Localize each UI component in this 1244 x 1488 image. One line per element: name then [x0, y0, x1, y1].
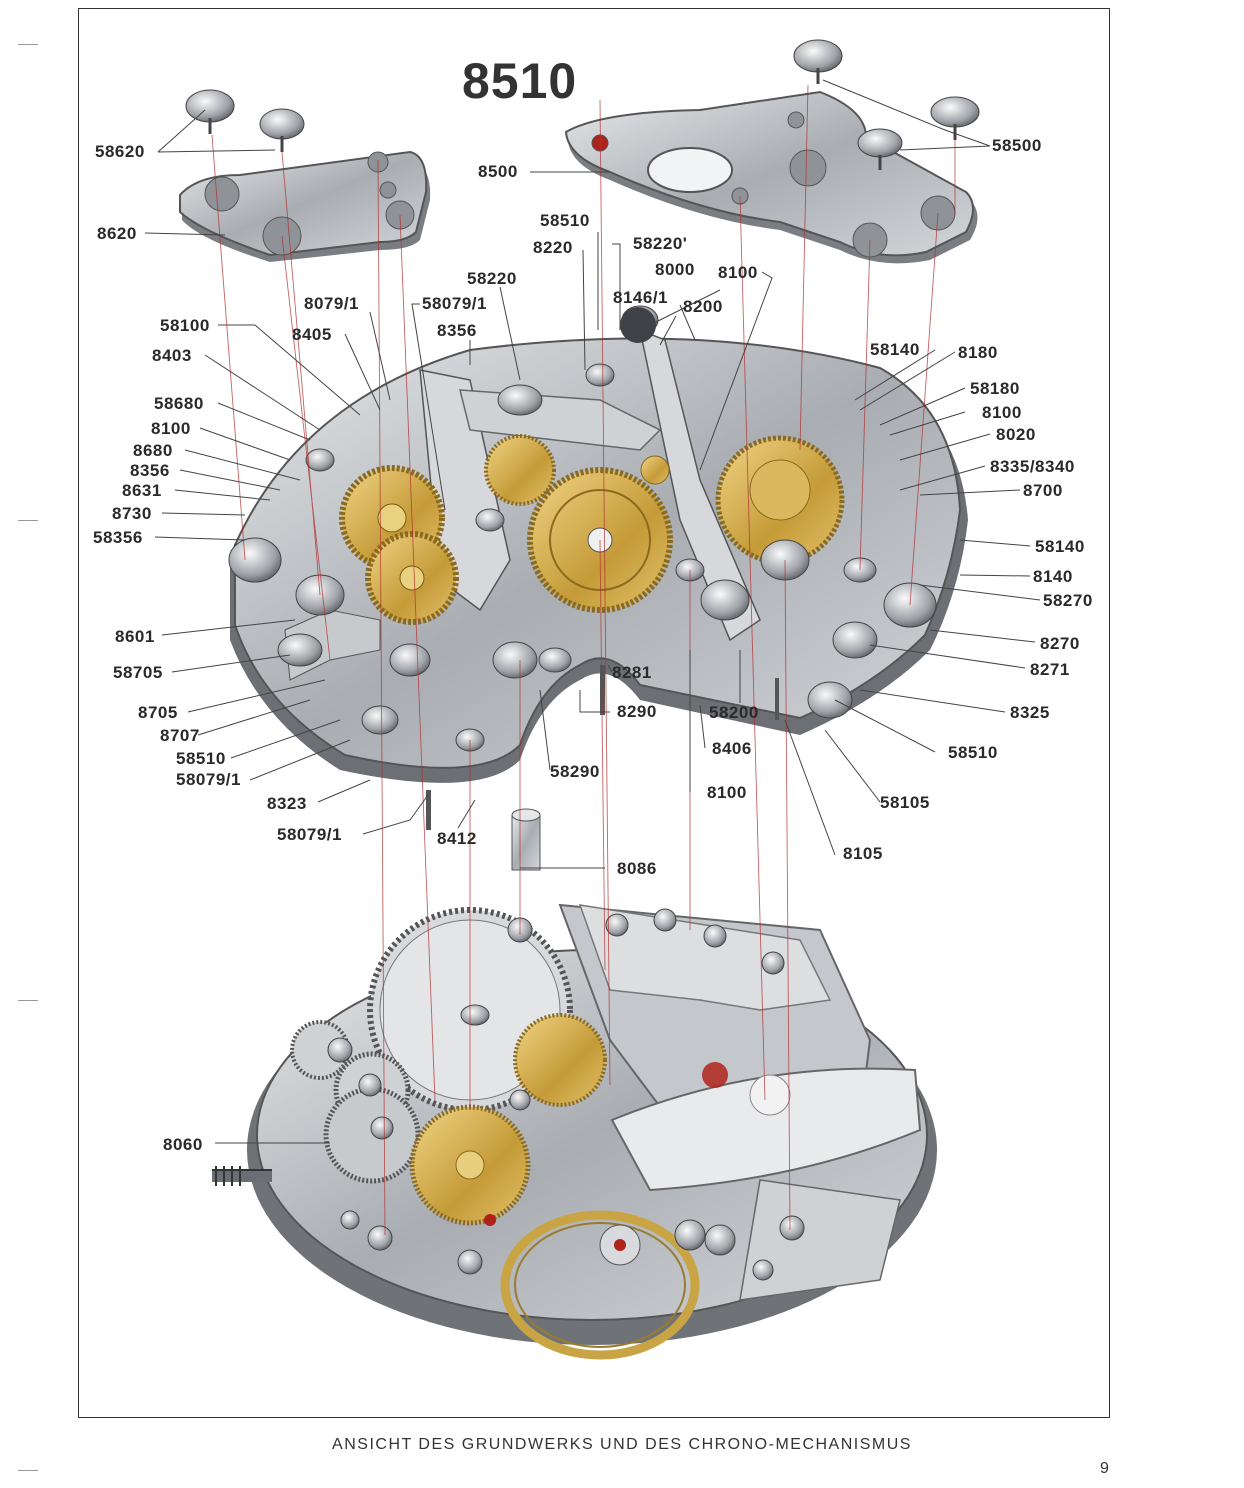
movement-caliber-title: 8510	[462, 53, 578, 109]
part-label-8060: 8060	[163, 1135, 203, 1154]
margin-mark	[18, 1000, 38, 1001]
figure-caption: ANSICHT DES GRUNDWERKS UND DES CHRONO-ME…	[332, 1436, 912, 1453]
part-label-8146-1: 8146/1	[613, 288, 668, 307]
part-label-8325: 8325	[1010, 703, 1050, 722]
part-label-58180: 58180	[970, 379, 1020, 398]
part-label-58620: 58620	[95, 142, 145, 161]
part-label-58290: 58290	[550, 762, 600, 781]
part-label-8356-b: 8356	[130, 461, 170, 480]
part-label-58079-1-c: 58079/1	[277, 825, 342, 844]
part-label-8140: 8140	[1033, 567, 1073, 586]
part-label-8680: 8680	[133, 441, 173, 460]
part-label-8405: 8405	[292, 325, 332, 344]
part-label-58140-b: 58140	[1035, 537, 1085, 556]
part-label-58510-b: 58510	[176, 749, 226, 768]
part-label-8180: 8180	[958, 343, 998, 362]
leader-lines	[144, 79, 1041, 1144]
part-label-58510-top: 58510	[540, 211, 590, 230]
part-label-8086: 8086	[617, 859, 657, 878]
base-movement	[212, 903, 937, 1360]
part-label-58079-1-a: 58079/1	[422, 294, 487, 313]
part-label-8700: 8700	[1023, 481, 1063, 500]
part-label-58705: 58705	[113, 663, 163, 682]
part-label-8220: 8220	[533, 238, 573, 257]
margin-mark	[18, 520, 38, 521]
part-label-8500: 8500	[478, 162, 518, 181]
part-label-8105: 8105	[843, 844, 883, 863]
part-label-58220: 58220	[467, 269, 517, 288]
part-label-58680: 58680	[154, 394, 204, 413]
part-label-8631: 8631	[122, 481, 162, 500]
part-label-8290: 8290	[617, 702, 657, 721]
part-label-8100-a: 8100	[718, 263, 758, 282]
part-label-8200: 8200	[683, 297, 723, 316]
part-label-58356: 58356	[93, 528, 143, 547]
page-number: 9	[1100, 1460, 1109, 1477]
part-label-8270: 8270	[1040, 634, 1080, 653]
part-label-58270: 58270	[1043, 591, 1093, 610]
part-label-8281: 8281	[612, 663, 652, 682]
part-label-8271: 8271	[1030, 660, 1070, 679]
chrono-mechanism	[228, 305, 968, 871]
part-label-8100-b: 8100	[151, 419, 191, 438]
part-label-8356-a: 8356	[437, 321, 477, 340]
margin-mark	[18, 44, 38, 45]
figure-frame	[78, 8, 1110, 1418]
part-label-58510-c: 58510	[948, 743, 998, 762]
part-label-8020: 8020	[996, 425, 1036, 444]
part-label-8730: 8730	[112, 504, 152, 523]
part-label-58140-a: 58140	[870, 340, 920, 359]
part-label-8601: 8601	[115, 627, 155, 646]
part-label-58220-prime: 58220'	[633, 234, 688, 253]
part-label-8323: 8323	[267, 794, 307, 813]
part-label-58105: 58105	[880, 793, 930, 812]
part-label-8707: 8707	[160, 726, 200, 745]
part-label-58500: 58500	[992, 136, 1042, 155]
part-label-58100: 58100	[160, 316, 210, 335]
part-label-8620: 8620	[97, 224, 137, 243]
part-label-8412: 8412	[437, 829, 477, 848]
part-label-8100-c: 8100	[982, 403, 1022, 422]
part-label-8000: 8000	[655, 260, 695, 279]
part-label-8403: 8403	[152, 346, 192, 365]
part-label-8335-8340: 8335/8340	[990, 457, 1075, 476]
part-label-58200: 58200	[709, 703, 759, 722]
part-label-58079-1-b: 58079/1	[176, 770, 241, 789]
part-label-8100-d: 8100	[707, 783, 747, 802]
part-label-8406: 8406	[712, 739, 752, 758]
part-label-8079-1: 8079/1	[304, 294, 359, 313]
assembly-lines	[211, 84, 956, 1236]
margin-mark	[18, 1470, 38, 1471]
part-label-8705: 8705	[138, 703, 178, 722]
